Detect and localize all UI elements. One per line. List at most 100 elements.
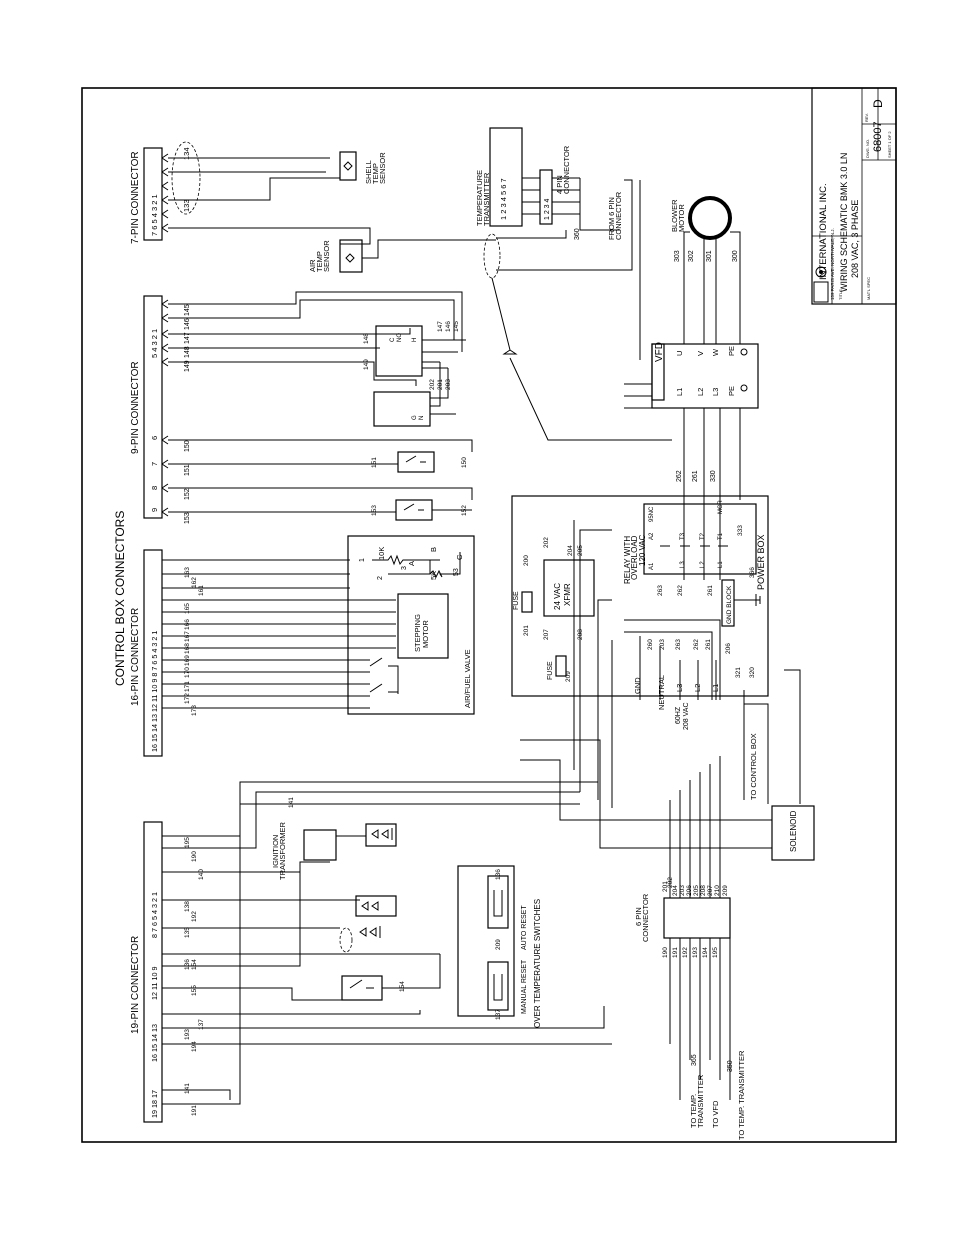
svg-text:H: H: [412, 338, 418, 342]
svg-text:W: W: [711, 348, 720, 356]
control-box-feed: [743, 669, 801, 804]
svg-text:C: C: [390, 337, 396, 342]
svg-text:203: 203: [679, 885, 686, 896]
pressure-switch-1: 151 150: [371, 451, 468, 473]
svg-text:A: A: [407, 561, 416, 566]
svg-text:152: 152: [461, 505, 468, 516]
svg-text:201: 201: [523, 625, 530, 636]
svg-text:193: 193: [692, 947, 699, 958]
svg-text:205: 205: [693, 885, 700, 896]
wire-133: 133: [182, 199, 191, 212]
svg-text:261: 261: [707, 585, 714, 596]
svg-text:TEMP: TEMP: [371, 163, 380, 184]
title-block: INTERNATIONAL INC. 159 PARIS AVE. NORTHV…: [811, 87, 897, 305]
svg-text:193: 193: [184, 1029, 191, 1040]
svg-text:135: 135: [184, 927, 191, 938]
svg-text:MANUAL RESET: MANUAL RESET: [521, 959, 528, 1014]
revision: D: [871, 99, 885, 108]
svg-text:203: 203: [445, 379, 452, 390]
svg-text:STEPPING: STEPPING: [413, 614, 422, 652]
svg-text:300: 300: [732, 250, 739, 262]
svg-text:172: 172: [184, 693, 191, 704]
svg-text:FUSE: FUSE: [513, 591, 520, 610]
svg-text:SENSOR: SENSOR: [378, 152, 387, 184]
svg-text:155: 155: [191, 985, 198, 996]
svg-text:FROM 6 PIN: FROM 6 PIN: [607, 197, 616, 240]
svg-text:195: 195: [184, 837, 191, 848]
svg-text:AUTO RESET: AUTO RESET: [521, 905, 528, 950]
svg-text:MOTOR: MOTOR: [677, 204, 686, 232]
svg-text:16 15 14 13: 16 15 14 13: [150, 1024, 159, 1062]
svg-text:206: 206: [686, 885, 693, 896]
svg-text:201: 201: [662, 881, 669, 892]
svg-text:L3: L3: [711, 388, 720, 396]
svg-text:XFMR: XFMR: [563, 583, 572, 606]
svg-text:CONNECTOR: CONNECTOR: [562, 145, 571, 194]
svg-text:365: 365: [691, 1054, 698, 1066]
svg-text:PE: PE: [727, 346, 736, 356]
shell-temp-sensor: SHELL TEMP SENSOR: [339, 151, 387, 184]
svg-text:T3: T3: [680, 532, 686, 540]
svg-text:333: 333: [737, 525, 744, 536]
vfd: VFD L1 L2 L3 PE U V W PE 262 261 330: [624, 180, 759, 500]
svg-text:201: 201: [437, 379, 444, 390]
svg-text:PE: PE: [727, 386, 736, 396]
svg-text:A2: A2: [649, 532, 655, 540]
svg-text:150: 150: [461, 457, 468, 468]
air-fuel-valve: AIR/FUEL VALVE STEPPING MOTOR 10K 5K A B…: [347, 535, 475, 715]
air-temp-sensor: AIR TEMP SENSOR: [308, 239, 496, 273]
svg-text:138: 138: [184, 901, 191, 912]
svg-text:151: 151: [184, 464, 191, 476]
svg-text:CONNECTOR: CONNECTOR: [614, 191, 623, 240]
drawing-number: 68007: [872, 121, 884, 152]
svg-text:170: 170: [184, 667, 191, 678]
svg-text:137: 137: [495, 1009, 502, 1020]
connector-16-pin-label: 16-PIN CONNECTOR: [130, 608, 141, 706]
four-pin-numbers: 1 2 3 4: [544, 198, 551, 220]
svg-text:B: B: [429, 547, 438, 552]
connector-7-pin-label: 7-PIN CONNECTOR: [130, 151, 141, 244]
svg-text:194: 194: [191, 1041, 198, 1052]
connector-7-pin: 7 6 5 4 3 2 1 7-PIN CONNECTOR 134 133: [130, 141, 371, 245]
svg-text:366: 366: [749, 567, 756, 578]
svg-text:173: 173: [191, 705, 198, 716]
svg-text:153: 153: [184, 512, 191, 524]
svg-text:165: 165: [184, 603, 191, 614]
svg-text:210: 210: [714, 885, 721, 896]
svg-text:161: 161: [198, 585, 205, 596]
svg-text:191: 191: [672, 947, 679, 958]
svg-text:202: 202: [543, 537, 550, 548]
svg-text:167: 167: [184, 631, 191, 642]
svg-text:OVERLOAD: OVERLOAD: [630, 535, 639, 580]
to-control-box-label: TO CONTROL BOX: [749, 733, 758, 800]
svg-text:261: 261: [705, 639, 712, 650]
svg-text:U: U: [675, 351, 684, 356]
svg-text:303: 303: [674, 250, 681, 262]
svg-text:L2: L2: [700, 561, 706, 568]
svg-text:192: 192: [191, 911, 198, 922]
svg-text:L1: L1: [675, 388, 684, 396]
svg-text:202: 202: [667, 877, 674, 888]
svg-text:195: 195: [712, 947, 719, 958]
svg-text:204: 204: [672, 885, 679, 896]
svg-text:140: 140: [198, 869, 205, 880]
wire-363: 360: [574, 228, 581, 240]
vfd-label: VFD: [654, 342, 665, 362]
svg-text:24 VAC: 24 VAC: [553, 583, 562, 610]
svg-text:262: 262: [676, 470, 683, 482]
air-fuel-valve-label: AIR/FUEL VALVE: [463, 649, 472, 708]
svg-text:53: 53: [453, 568, 460, 576]
svg-text:204: 204: [567, 545, 574, 556]
svg-text:3: 3: [401, 566, 408, 570]
svg-text:8 7 6 5 4 3 2 1: 8 7 6 5 4 3 2 1: [150, 892, 159, 938]
svg-text:203: 203: [659, 639, 666, 650]
svg-text:NO: NO: [397, 333, 403, 342]
svg-text:5K: 5K: [429, 571, 438, 580]
bottom-destinations: TO TEMP. TRANSMITTER 365 TO VFD 350 TO T…: [689, 1050, 746, 1140]
svg-text:263: 263: [675, 639, 682, 650]
svg-text:6 PIN: 6 PIN: [634, 907, 643, 926]
svg-text:166: 166: [184, 619, 191, 630]
svg-text:TRANSMITTER: TRANSMITTER: [482, 172, 491, 226]
svg-text:136: 136: [184, 959, 191, 970]
